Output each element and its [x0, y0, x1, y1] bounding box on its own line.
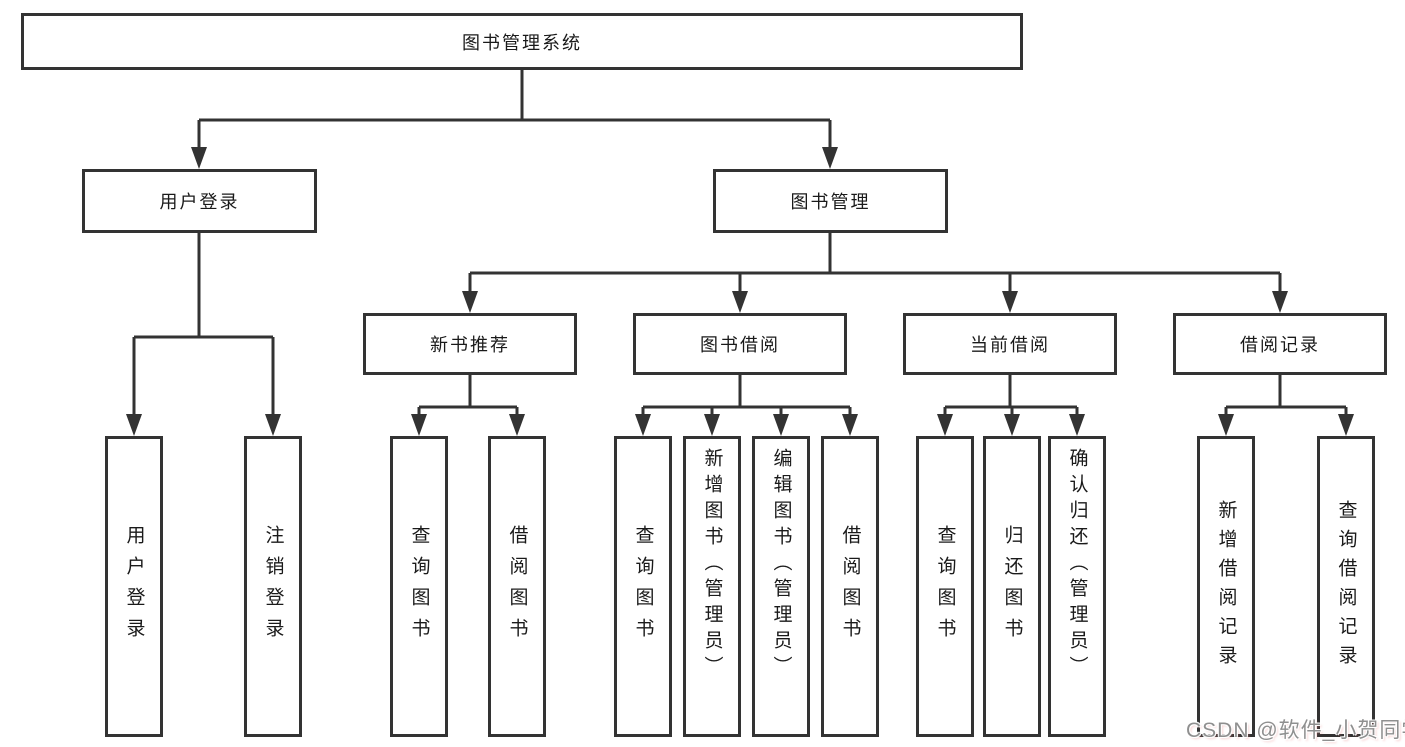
leaf-return-books-label: 归还图书: [1001, 524, 1023, 649]
leaf-borrow-books-recommend: 借阅图书: [488, 436, 546, 737]
connector-lines: [132, 69, 1348, 417]
leaf-query-books-current: 查询图书: [916, 436, 974, 737]
leaf-borrow-books-borrowing: 借阅图书: [821, 436, 879, 737]
leaf-add-borrow-record: 新增借阅记录: [1197, 436, 1255, 737]
node-borrowing-records: 借阅记录: [1173, 313, 1387, 375]
leaf-user-login: 用户登录: [105, 436, 163, 737]
leaf-edit-books-admin-label: 编辑图书（管理员）: [770, 448, 792, 682]
leaf-add-books-admin-label: 新增图书（管理员）: [701, 448, 723, 682]
leaf-borrow-books-borrowing-label: 借阅图书: [839, 524, 861, 649]
leaf-add-borrow-record-label: 新增借阅记录: [1215, 499, 1237, 674]
leaf-logout-label: 注销登录: [262, 524, 284, 649]
leaf-borrow-books-recommend-label: 借阅图书: [506, 524, 528, 649]
node-book-borrowing-label: 图书借阅: [700, 335, 780, 355]
leaf-query-books-borrowing-label: 查询图书: [632, 524, 654, 649]
node-user-login-label: 用户登录: [159, 192, 240, 212]
leaf-confirm-return-admin-label: 确认归还（管理员）: [1066, 448, 1088, 682]
node-new-book-recommend: 新书推荐: [363, 313, 577, 375]
leaf-add-books-admin: 新增图书（管理员）: [683, 436, 741, 737]
leaf-logout: 注销登录: [244, 436, 302, 737]
leaf-return-books: 归还图书: [983, 436, 1041, 737]
leaf-confirm-return-admin: 确认归还（管理员）: [1048, 436, 1106, 737]
leaf-query-borrow-record-label: 查询借阅记录: [1335, 499, 1357, 674]
leaf-query-borrow-record: 查询借阅记录: [1317, 436, 1375, 737]
leaf-query-books-current-label: 查询图书: [934, 524, 956, 649]
arrowhead-icons: [126, 147, 1354, 436]
node-current-borrowing: 当前借阅: [903, 313, 1117, 375]
leaf-user-login-label: 用户登录: [123, 524, 145, 649]
node-book-management: 图书管理: [713, 169, 948, 233]
node-library-system-label: 图书管理系统: [462, 32, 582, 53]
node-book-management-label: 图书管理: [790, 192, 871, 212]
leaf-edit-books-admin: 编辑图书（管理员）: [752, 436, 810, 737]
leaf-query-books-borrowing: 查询图书: [614, 436, 672, 737]
node-borrowing-records-label: 借阅记录: [1240, 335, 1320, 355]
node-current-borrowing-label: 当前借阅: [970, 335, 1050, 355]
node-new-book-recommend-label: 新书推荐: [430, 335, 510, 355]
csdn-watermark: CSDN @软件_小贺同学: [1186, 719, 1405, 742]
node-library-system: 图书管理系统: [21, 13, 1023, 70]
leaf-query-books-recommend-label: 查询图书: [408, 524, 430, 649]
node-user-login: 用户登录: [82, 169, 317, 233]
leaf-query-books-recommend: 查询图书: [390, 436, 448, 737]
node-book-borrowing: 图书借阅: [633, 313, 847, 375]
